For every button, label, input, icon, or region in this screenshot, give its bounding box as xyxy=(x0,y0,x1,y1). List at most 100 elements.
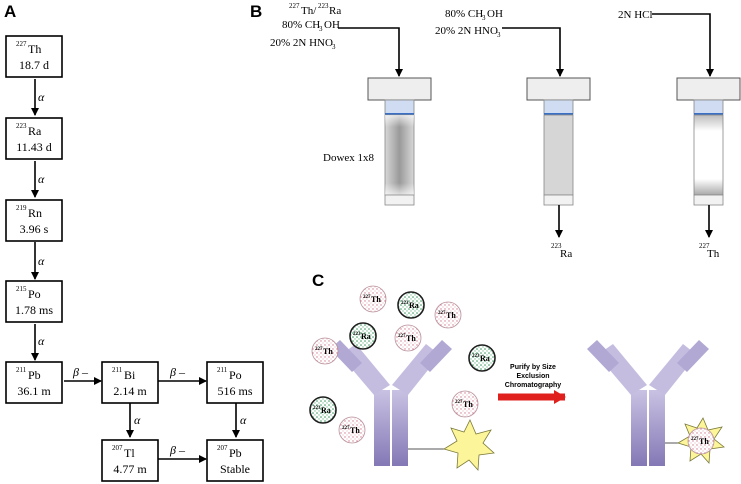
half-life: Stable xyxy=(220,462,250,476)
svg-text:Exclusion: Exclusion xyxy=(516,373,549,380)
svg-text:3: 3 xyxy=(319,25,323,33)
column-3-elution xyxy=(676,77,741,206)
svg-text:Th/: Th/ xyxy=(301,5,317,17)
beta-label-2: β – xyxy=(169,365,186,379)
element-symbol: Tl xyxy=(124,446,135,460)
beta-label-3: β – xyxy=(169,443,186,457)
svg-text:Ra: Ra xyxy=(409,301,419,310)
svg-text:OH: OH xyxy=(487,8,503,20)
panel-label-b: B xyxy=(250,2,262,21)
half-life: 3.96 s xyxy=(20,222,49,236)
svg-text:80% CH: 80% CH xyxy=(445,8,483,20)
half-life: 36.1 m xyxy=(17,384,51,398)
svg-text:Th: Th xyxy=(371,295,381,304)
mass-number: 227 xyxy=(16,40,27,48)
element-symbol: Po xyxy=(28,287,41,301)
svg-text:223: 223 xyxy=(551,242,562,250)
panel-label-a: A xyxy=(4,2,16,21)
svg-text:227: 227 xyxy=(398,334,406,339)
svg-text:223: 223 xyxy=(401,301,409,306)
th-eluate-label: 227 Th xyxy=(699,242,720,260)
alpha-label-5: α xyxy=(134,413,141,427)
svg-text:223: 223 xyxy=(353,332,361,337)
svg-text:227: 227 xyxy=(691,437,699,442)
alpha-label-2: α xyxy=(38,172,45,186)
svg-text:Ra: Ra xyxy=(329,5,341,17)
half-life: 2.14 m xyxy=(113,384,147,398)
svg-text:Th: Th xyxy=(699,437,709,446)
half-life: 11.43 d xyxy=(16,140,52,154)
mass-number: 207 xyxy=(217,444,228,452)
panel-label-c: C xyxy=(312,271,324,290)
svg-text:3: 3 xyxy=(332,43,336,51)
svg-text:227: 227 xyxy=(342,426,350,431)
feed-solution-label: 227 Th/ 223 Ra 80% CH 3 OH 20% 2N HNO 3 xyxy=(270,2,341,51)
svg-text:Th: Th xyxy=(446,311,456,320)
alpha-label-4: α xyxy=(38,334,45,348)
svg-text:Th: Th xyxy=(350,426,360,435)
element-symbol: Pb xyxy=(28,368,41,382)
antibody-right: 227 Th xyxy=(587,340,725,466)
purification-arrow-label: Purify by Size Exclusion Chromatography xyxy=(505,364,562,389)
svg-text:223: 223 xyxy=(472,354,480,359)
chelator-star-left xyxy=(443,419,495,471)
wash-solution-label: 80% CH 3 OH 20% 2N HNO 3 xyxy=(435,8,503,39)
svg-text:Ra: Ra xyxy=(560,248,572,260)
element-symbol: Th xyxy=(28,42,41,56)
svg-text:227: 227 xyxy=(363,295,371,300)
svg-text:Chromatography: Chromatography xyxy=(505,382,562,389)
half-life: 1.78 ms xyxy=(15,303,53,317)
alpha-label-1: α xyxy=(38,90,45,104)
svg-text:227: 227 xyxy=(455,400,463,405)
element-symbol: Pb xyxy=(229,446,242,460)
svg-text:Ra: Ra xyxy=(480,354,490,363)
svg-text:223: 223 xyxy=(313,406,321,411)
mass-number: 223 xyxy=(16,122,27,130)
svg-text:223: 223 xyxy=(318,2,329,10)
column-1-loading xyxy=(367,77,432,206)
alpha-label-3: α xyxy=(38,254,45,268)
alpha-label-6: α xyxy=(240,413,247,427)
svg-text:227: 227 xyxy=(699,242,710,250)
svg-text:Th: Th xyxy=(463,400,473,409)
svg-text:80% CH: 80% CH xyxy=(282,19,320,31)
beta-label-1: β – xyxy=(72,365,89,379)
column-2-wash xyxy=(526,77,591,206)
svg-text:Ra: Ra xyxy=(321,406,331,415)
svg-text:20% 2N HNO: 20% 2N HNO xyxy=(270,37,333,49)
feed-arrow xyxy=(338,27,403,77)
element-symbol: Po xyxy=(229,368,242,382)
element-symbol: Ra xyxy=(28,124,42,138)
half-life: 18.7 d xyxy=(19,58,49,72)
svg-text:Ra: Ra xyxy=(361,332,371,341)
element-symbol: Rn xyxy=(28,206,42,220)
svg-text:Th: Th xyxy=(707,248,720,260)
mass-number: 211 xyxy=(217,366,228,374)
svg-text:227: 227 xyxy=(438,311,446,316)
mass-number: 215 xyxy=(16,285,27,293)
svg-text:3: 3 xyxy=(497,31,501,39)
half-life: 4.77 m xyxy=(113,462,147,476)
svg-text:Purify by Size: Purify by Size xyxy=(510,364,556,371)
mass-number: 219 xyxy=(16,204,27,212)
